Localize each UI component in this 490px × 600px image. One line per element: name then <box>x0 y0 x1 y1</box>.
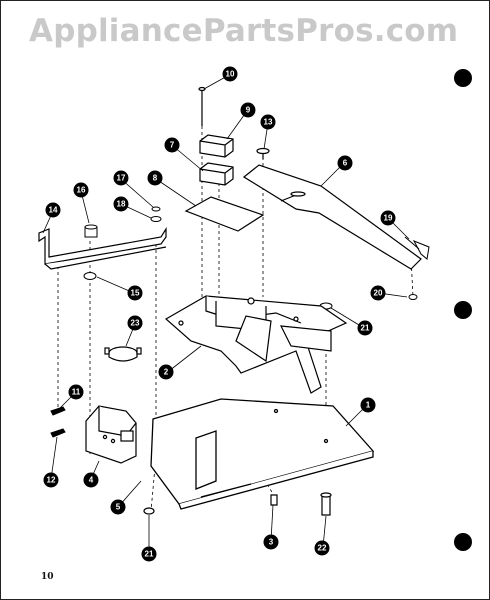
part-14-bracket <box>38 226 167 270</box>
callout-20: 20 <box>370 285 386 301</box>
callout-label: 20 <box>374 289 383 298</box>
bottom-screws <box>143 492 332 516</box>
page-number: 10 <box>41 572 54 582</box>
callout-5: 5 <box>110 499 126 515</box>
callout-2: 2 <box>158 364 174 380</box>
callout-6: 6 <box>337 155 353 171</box>
callout-19: 19 <box>380 210 396 226</box>
callout-label: 1 <box>366 401 371 410</box>
callout-label: 5 <box>116 503 121 512</box>
callout-9: 9 <box>240 102 256 118</box>
callout-8: 8 <box>147 170 163 186</box>
callout-label: 18 <box>117 200 126 209</box>
part-8-plate <box>184 196 265 232</box>
callout-15: 15 <box>127 285 143 301</box>
part-13-bolt <box>256 147 270 159</box>
part-4-relay <box>85 405 137 464</box>
binder-hole-middle <box>454 301 472 319</box>
callout-1: 1 <box>360 397 376 413</box>
callout-12: 12 <box>43 472 59 488</box>
callout-21-right: 21 <box>357 320 373 336</box>
callout-22: 22 <box>314 540 330 556</box>
callout-17: 17 <box>113 170 129 186</box>
part-23-switch <box>104 346 142 362</box>
callout-13: 13 <box>260 114 276 130</box>
part-6-bracket <box>242 164 422 270</box>
callout-label: 21 <box>361 324 370 333</box>
callout-label: 17 <box>117 174 126 183</box>
callout-label: 12 <box>47 476 56 485</box>
parts-11-12-springs <box>50 406 66 438</box>
callout-label: 21 <box>145 550 154 559</box>
callout-label: 7 <box>170 141 175 150</box>
callout-3: 3 <box>263 534 279 550</box>
part-9-block <box>199 134 234 158</box>
callout-label: 10 <box>226 70 235 79</box>
callout-label: 2 <box>164 368 169 377</box>
callout-label: 23 <box>131 319 140 328</box>
callout-4: 4 <box>83 472 99 488</box>
part-19-clip <box>404 236 430 260</box>
part-1-base-plate <box>150 398 375 510</box>
callout-11: 11 <box>68 384 84 400</box>
callout-label: 13 <box>264 118 273 127</box>
callout-label: 14 <box>49 206 58 215</box>
callout-label: 9 <box>246 106 251 115</box>
part-10-screw <box>198 86 206 126</box>
callout-label: 4 <box>89 476 94 485</box>
callout-7: 7 <box>164 137 180 153</box>
callout-label: 11 <box>72 388 81 397</box>
callout-18: 18 <box>113 196 129 212</box>
binder-hole-top <box>454 69 472 87</box>
callout-14: 14 <box>45 202 61 218</box>
callout-21-bottom: 21 <box>141 546 157 562</box>
callout-23: 23 <box>127 315 143 331</box>
callout-label: 8 <box>153 174 158 183</box>
small-parts <box>83 206 418 310</box>
callout-label: 6 <box>343 159 348 168</box>
callout-label: 3 <box>269 538 274 547</box>
callout-label: 16 <box>77 186 86 195</box>
callout-16: 16 <box>73 182 89 198</box>
callout-10: 10 <box>222 66 238 82</box>
callout-label: 19 <box>384 214 393 223</box>
callout-markers: 1 2 3 4 5 6 7 8 9 10 11 12 13 14 15 16 1… <box>43 66 396 562</box>
callout-label: 15 <box>131 289 140 298</box>
part-2-chassis <box>164 295 348 394</box>
callout-label: 22 <box>318 544 327 553</box>
binder-hole-bottom <box>454 533 472 551</box>
part-7-block <box>199 162 234 186</box>
watermark-text: AppliancePartsPros.com <box>29 13 459 49</box>
